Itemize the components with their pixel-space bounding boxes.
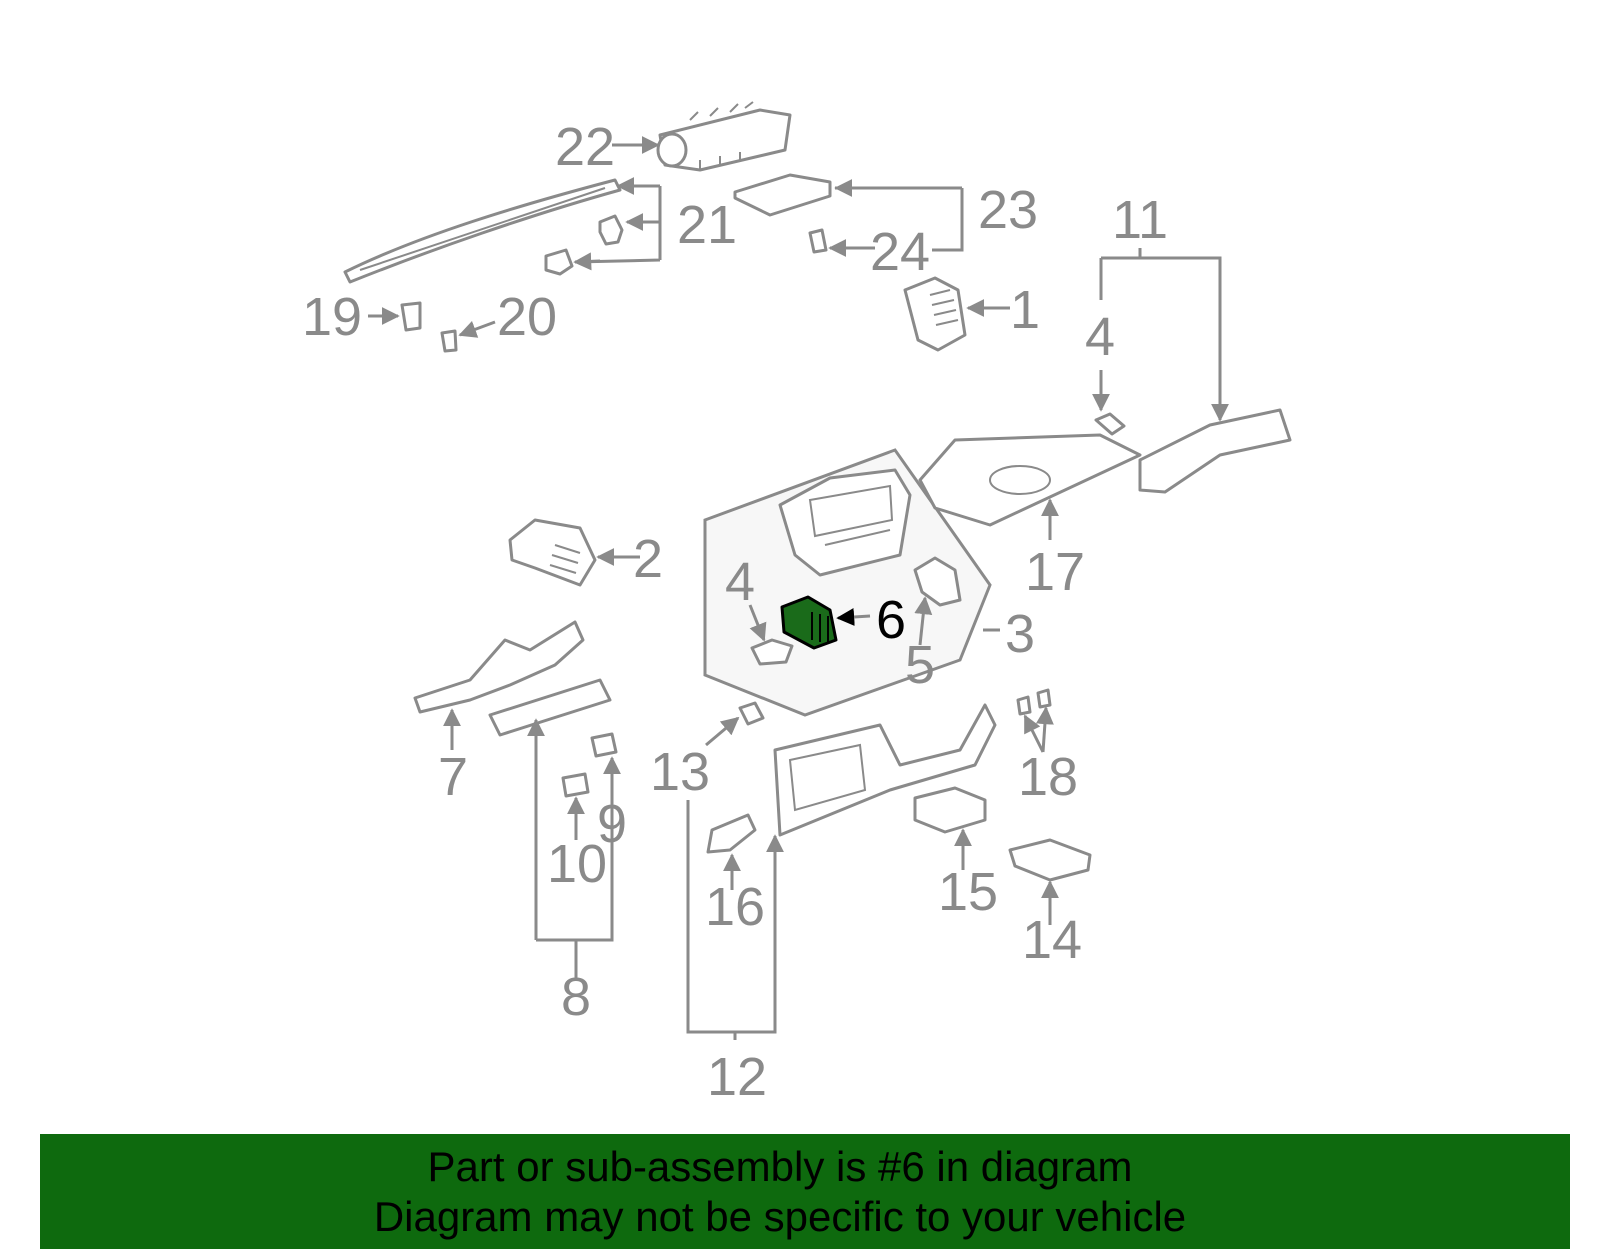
part-22-airbag (656, 101, 792, 172)
part-7-bracket (413, 620, 585, 714)
part-5-vent (913, 556, 962, 607)
part-1-vent (903, 276, 967, 352)
part-16-cover (706, 813, 757, 854)
label-9: 9 (597, 794, 627, 854)
part-23-cover (733, 173, 832, 217)
label-20: 20 (497, 287, 557, 347)
label-4-center: 4 (725, 552, 755, 612)
part-21-clip-upper (598, 214, 624, 246)
part-8-rail (488, 678, 612, 737)
part-12-lower-panel (773, 703, 997, 837)
part-19-clip (400, 301, 422, 332)
part-11-duct (1138, 408, 1292, 494)
label-16: 16 (705, 877, 765, 937)
part-17-upper-panel (918, 433, 1142, 527)
label-18: 18 (1018, 747, 1078, 807)
label-4-right: 4 (1085, 307, 1115, 367)
label-2: 2 (633, 529, 663, 589)
label-19: 19 (302, 287, 362, 347)
part-15-ashtray (913, 786, 987, 834)
label-6: 6 (876, 590, 906, 650)
label-8: 8 (561, 967, 591, 1027)
part-18-clips (1016, 688, 1052, 716)
part-6-highlighted (780, 595, 838, 650)
info-banner: Part or sub-assembly is #6 in diagram Di… (40, 1134, 1570, 1249)
part-24-clip (808, 228, 828, 254)
banner-line-2: Diagram may not be specific to your vehi… (373, 1193, 1187, 1240)
label-13: 13 (650, 742, 710, 802)
label-5: 5 (905, 635, 935, 695)
label-3: 3 (1005, 604, 1035, 664)
part-4-clip-right (1094, 412, 1126, 436)
part-3-center-panel (778, 468, 912, 577)
label-23: 23 (978, 180, 1038, 240)
label-11: 11 (1112, 190, 1168, 250)
label-12: 12 (707, 1047, 767, 1107)
label-10: 10 (547, 834, 607, 894)
label-7: 7 (438, 747, 468, 807)
part-21-clip-lower (544, 248, 574, 276)
part-10-clip (561, 772, 590, 798)
label-17: 17 (1025, 542, 1085, 602)
label-14: 14 (1022, 910, 1082, 970)
part-13-clip (738, 701, 765, 726)
part-14-cup-holder (1008, 838, 1092, 882)
leader-lines (368, 136, 1229, 1040)
part-20-clip (440, 329, 458, 353)
label-1: 1 (1010, 280, 1040, 340)
part-9-clip (590, 732, 618, 758)
part-defroster-strip (343, 178, 622, 284)
label-21: 21 (677, 195, 737, 255)
banner-line-1: Part or sub-assembly is #6 in diagram (427, 1143, 1133, 1190)
label-22: 22 (555, 117, 615, 177)
label-15: 15 (938, 862, 998, 922)
label-24: 24 (870, 222, 930, 282)
part-2-vent (508, 518, 597, 587)
part-4-clip-center (750, 638, 794, 666)
